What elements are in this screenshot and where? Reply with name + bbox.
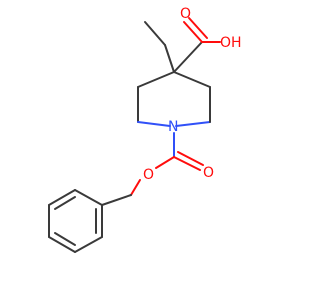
ester-o-ch2-bond	[130, 179, 141, 196]
structure-svg: O OH N O O	[48, 6, 242, 253]
ethyl-ch3-bond	[144, 21, 166, 46]
ethyl-ch2-bond	[164, 44, 175, 73]
carbamate-carbonyl-oxygen-label: O	[203, 165, 214, 181]
quaternary-c-to-carboxyl-bond	[173, 41, 203, 73]
carbamate-c-ester-o-bond	[155, 156, 175, 169]
ring-nitrogen-label: N	[168, 119, 178, 135]
ring-bond-n-c6	[175, 121, 211, 127]
benzene-bond-2	[48, 189, 76, 206]
ester-oxygen-label: O	[143, 167, 154, 183]
carbamate-c-o-double-bond-2	[177, 151, 204, 166]
carbamate-c-o-double-bond-1	[173, 156, 201, 171]
acid-carbonyl-oxygen-label: O	[180, 6, 191, 22]
ring-bond-c2-n	[137, 121, 171, 127]
benzene-bond-4	[48, 236, 76, 253]
molecule-diagram: O OH N O O	[48, 6, 242, 253]
acid-c-o-double-bond-1	[183, 21, 203, 43]
acid-c-o-double-bond-2	[188, 17, 208, 39]
benzene-bond-1	[74, 189, 103, 206]
benzene-inner-bond-b	[54, 232, 76, 246]
ch2-to-phenyl-bond	[101, 194, 132, 206]
acid-hydroxyl-label: OH	[220, 35, 242, 51]
ring-bond-c5-c4	[173, 71, 211, 88]
ring-bond-c4-c3	[137, 71, 175, 88]
benzene-bond-5	[74, 236, 103, 253]
benzene-inner-bond-a	[54, 196, 76, 210]
